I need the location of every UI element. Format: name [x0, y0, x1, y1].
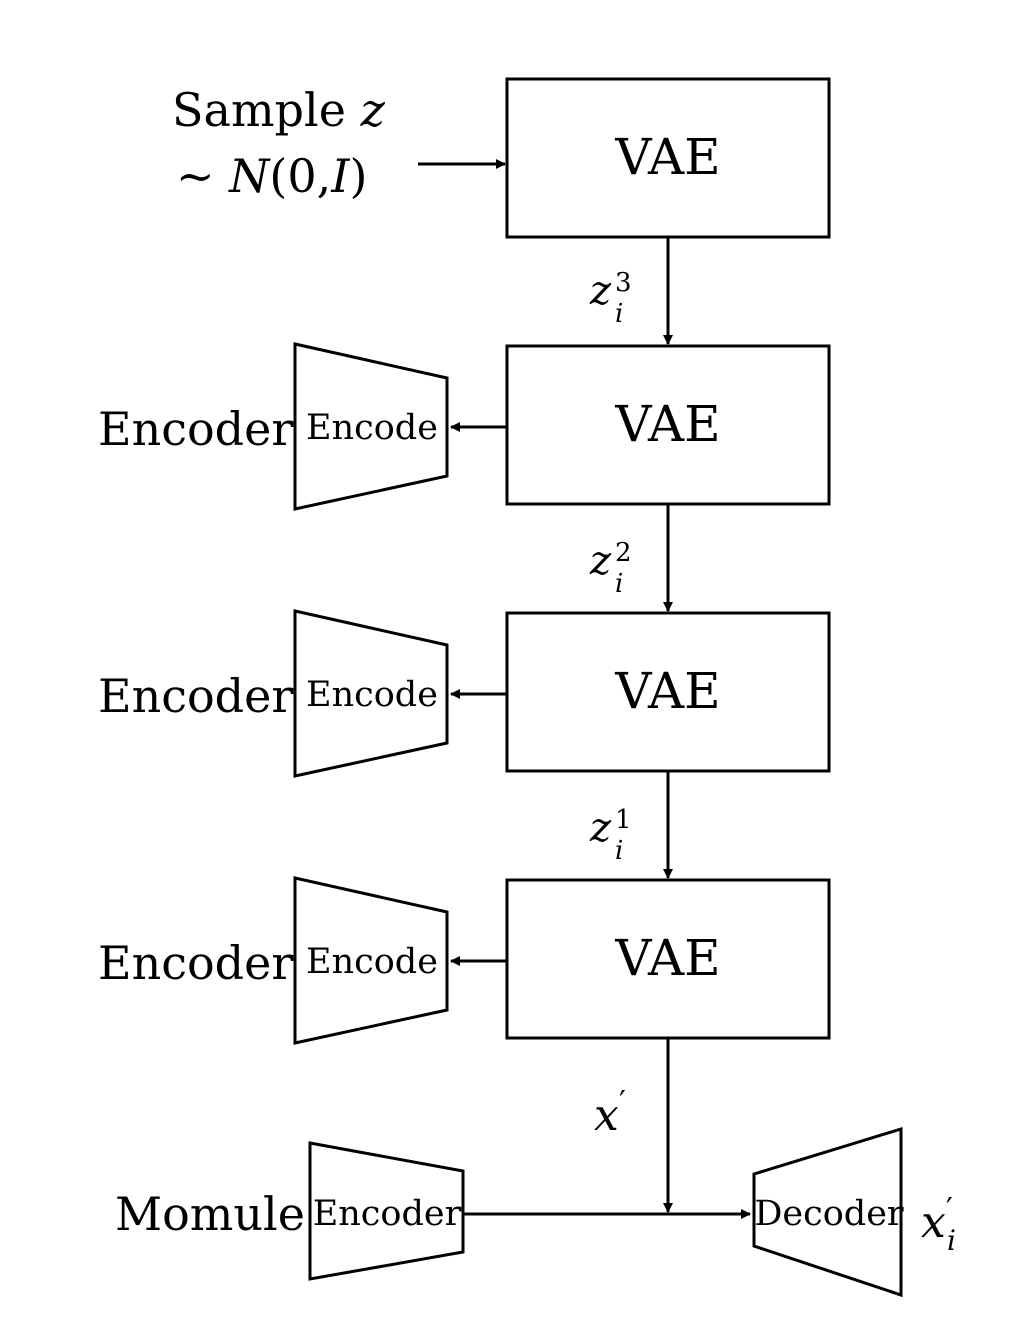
- output-x-prime-mark: ′: [619, 1085, 626, 1120]
- final-output-sub: i: [947, 1224, 956, 1257]
- vae-block-bottom-label: VAE: [614, 929, 720, 987]
- svg-text:Sample z: Sample z: [172, 83, 386, 137]
- bottom-encoder-label: Encoder: [313, 1194, 462, 1234]
- final-output-label: x ′ i: [921, 1192, 956, 1257]
- latent-z3-sup: 3: [615, 268, 632, 298]
- dist-args-close: ): [349, 149, 367, 203]
- tilde-symbol: ~: [176, 149, 229, 203]
- vae-block-2-label: VAE: [614, 395, 720, 453]
- encoder-row-2-shape: [293, 609, 449, 778]
- encoder-row-2: Encoder Encode: [98, 609, 507, 778]
- latent-z2-sub: i: [615, 569, 623, 599]
- latent-z1-sup: 1: [615, 805, 632, 835]
- vae-block-bottom: [505, 878, 831, 1040]
- bottom-encoder-shape: [308, 1141, 465, 1281]
- output-x-base: x: [594, 1090, 619, 1141]
- normal-dist-symbol: N: [228, 149, 271, 203]
- latent-z2-sup: 2: [615, 538, 632, 568]
- latent-z1-sub: i: [615, 836, 623, 866]
- encoder-row-1-label: Encoder: [98, 402, 293, 456]
- decoder-label: Decoder: [754, 1194, 904, 1234]
- sample-text: Sample: [172, 83, 361, 137]
- encoder-row-3-shape: [293, 876, 449, 1045]
- vae-block-2: [505, 344, 831, 506]
- encoder-row-2-inner-label: Encode: [306, 675, 438, 715]
- encoder-row-3-label: Encoder: [98, 936, 293, 990]
- encoder-row-1-inner-label: Encode: [306, 408, 438, 448]
- output-x-prime-label: x ′: [594, 1085, 626, 1141]
- encoder-row-1: Encoder Encode: [98, 342, 507, 511]
- latent-label-z1: z 1 i: [589, 805, 632, 866]
- final-output-base: x: [921, 1197, 946, 1248]
- latent-z3-sub: i: [615, 299, 623, 329]
- sample-var: z: [360, 83, 386, 137]
- latent-label-z3: z 3 i: [589, 268, 632, 329]
- dist-args-open: (0,: [269, 149, 331, 203]
- identity-symbol: I: [330, 149, 350, 203]
- latent-z2-base: z: [589, 538, 612, 584]
- module-label: Momule: [115, 1187, 305, 1241]
- encoder-row-2-label: Encoder: [98, 669, 293, 723]
- vae-block-3-label: VAE: [614, 662, 720, 720]
- encoder-row-3: Encoder Encode: [98, 876, 507, 1045]
- sample-prior-label: Sample z ~ N(0,I): [172, 83, 386, 203]
- vae-block-top-label: VAE: [614, 128, 720, 186]
- final-output-prime-mark: ′: [946, 1192, 953, 1227]
- svg-text:~ N(0,I): ~ N(0,I): [176, 149, 367, 203]
- latent-label-z2: z 2 i: [589, 538, 632, 599]
- latent-z3-base: z: [589, 268, 612, 314]
- encoder-row-3-inner-label: Encode: [306, 942, 438, 982]
- decoder-shape: [752, 1126, 903, 1298]
- encoder-row-1-shape: [293, 342, 449, 511]
- latent-z1-base: z: [589, 805, 612, 851]
